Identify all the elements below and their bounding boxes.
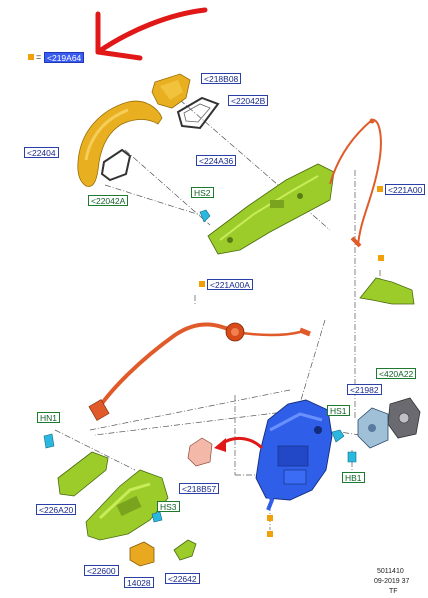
marker-square [377, 186, 383, 192]
part-label-22600[interactable]: <22600 [84, 565, 119, 576]
inside-handle-part [85, 469, 169, 541]
nut-part [43, 433, 55, 449]
part-label-HN1[interactable]: HN1 [37, 412, 61, 423]
screw-part [151, 511, 163, 523]
gasket-part [176, 96, 220, 130]
cable-part [329, 119, 382, 247]
part-label-22642[interactable]: <22642 [165, 573, 200, 584]
legend-square [28, 54, 34, 60]
part-label-21982[interactable]: <21982 [347, 384, 382, 395]
door-latch-part [255, 399, 333, 511]
diagram-tag: TF [389, 588, 398, 595]
part-label-22042A[interactable]: <22042A [88, 195, 129, 206]
screw-part [331, 429, 345, 443]
clip-part [173, 539, 197, 561]
direction-arrow [221, 437, 264, 450]
handle-bracket-part [207, 163, 335, 255]
handle-bracket-part [57, 451, 109, 497]
part-label-HB1[interactable]: HB1 [342, 472, 365, 483]
part-label-22042B[interactable]: <22042B [228, 95, 269, 106]
actuator-part [187, 437, 213, 467]
outside-handle-part [77, 100, 163, 187]
part-label-226A20[interactable]: <226A20 [36, 504, 77, 515]
part-label-221A00A[interactable]: <221A00A [207, 279, 253, 290]
marker-square [199, 281, 205, 287]
marker-square [267, 531, 273, 537]
connector-part [129, 541, 155, 567]
part-label-HS3[interactable]: HS3 [157, 501, 180, 512]
part-label-221A00[interactable]: <221A00 [385, 184, 426, 195]
diagram-date: 09-2019 37 [374, 578, 410, 585]
bolt-part [347, 451, 357, 463]
marker-square [378, 255, 384, 261]
part-label-218B08[interactable]: <218B08 [201, 73, 242, 84]
part-label-HS1[interactable]: HS1 [327, 405, 350, 416]
red-arrow-annotation [95, 7, 208, 61]
part-label-HS2[interactable]: HS2 [191, 187, 214, 198]
cable-part [88, 322, 311, 421]
diagram-code: 5011410 [377, 568, 404, 575]
legend-equals: = [36, 52, 42, 62]
part-label-14028[interactable]: 14028 [124, 577, 154, 588]
part-label-218B57[interactable]: <218B57 [179, 483, 220, 494]
gasket-part [100, 148, 132, 182]
marker-square [267, 515, 273, 521]
part-label-420A22[interactable]: <420A22 [376, 368, 417, 379]
clip-part [359, 277, 415, 305]
part-label-224A36[interactable]: <224A36 [196, 155, 237, 166]
part-label-219A64[interactable]: <219A64 [44, 52, 85, 63]
screw-part [199, 209, 211, 223]
part-label-22404[interactable]: <22404 [24, 147, 59, 158]
